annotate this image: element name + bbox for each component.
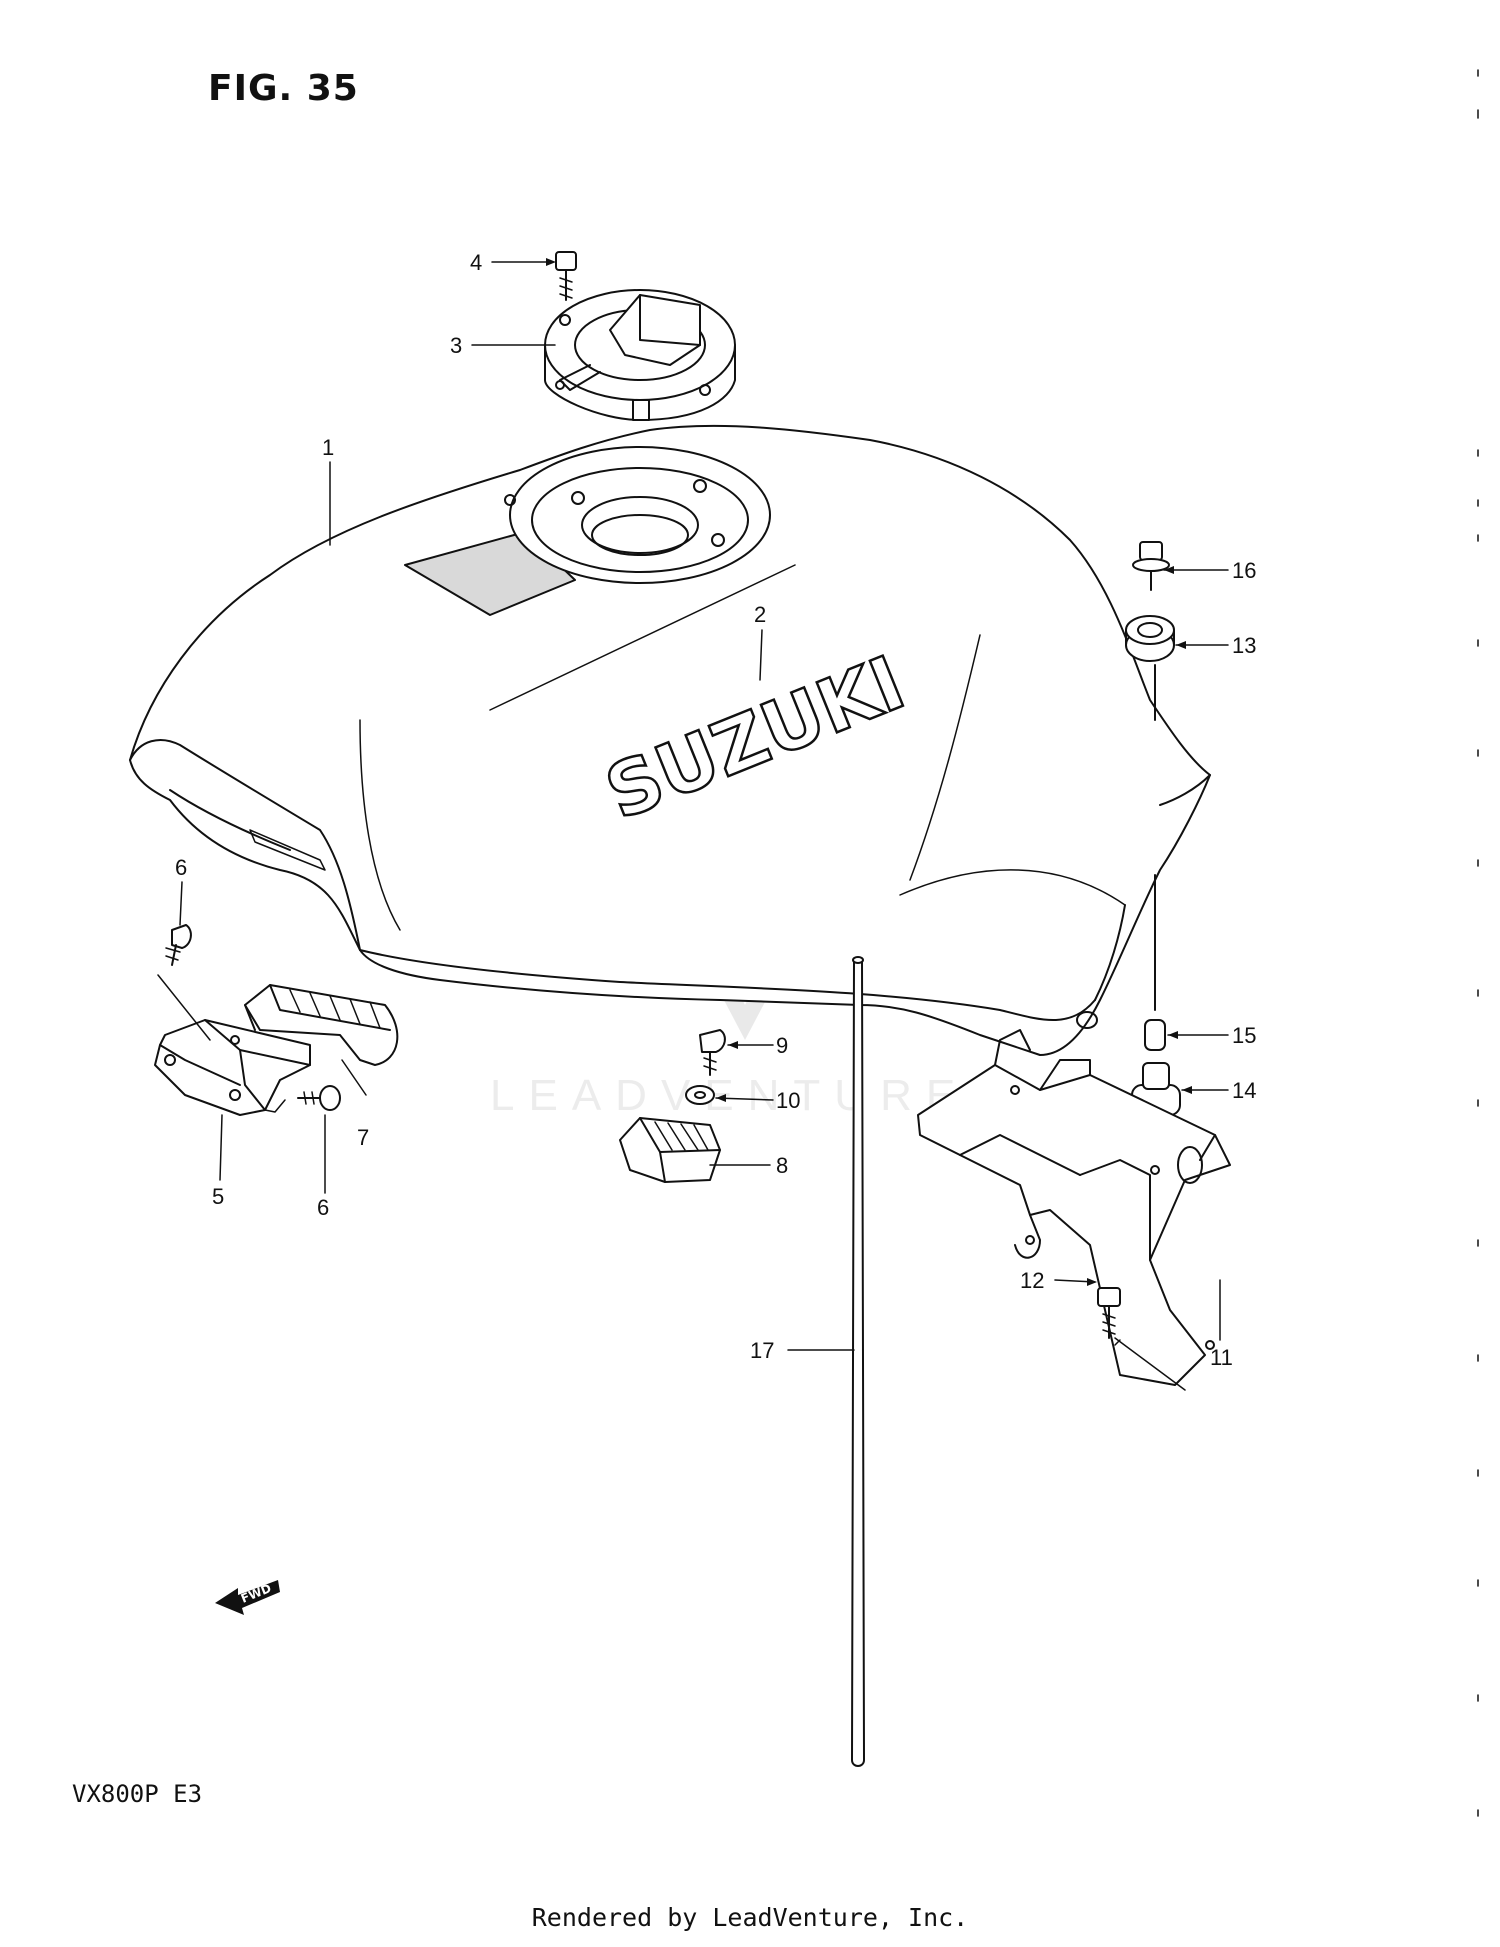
collar-15 xyxy=(1144,1019,1166,1051)
screw-9 xyxy=(699,1029,726,1076)
callout-1: 1 xyxy=(322,435,334,460)
render-credit: Rendered by LeadVenture, Inc. xyxy=(531,1903,969,1932)
callout-3: 3 xyxy=(450,333,462,358)
cushion-8 xyxy=(619,1117,721,1183)
washer-10 xyxy=(685,1085,715,1105)
callout-leaders xyxy=(179,261,1229,1351)
screw-6-lower xyxy=(297,1085,341,1111)
callout-5: 5 xyxy=(212,1184,224,1209)
screw-6-upper xyxy=(157,924,211,1041)
callout-11: 11 xyxy=(1210,1345,1233,1370)
callout-13: 13 xyxy=(1232,633,1256,658)
callout-10: 10 xyxy=(776,1088,800,1113)
callout-16: 16 xyxy=(1232,558,1256,583)
fuel-tank: SUZUKI xyxy=(129,424,1211,1056)
callout-15: 15 xyxy=(1232,1023,1256,1048)
callout-numbers: 1 2 3 4 5 6 6 7 8 9 10 11 12 13 14 15 16… xyxy=(175,250,1256,1370)
figure-title: FIG. 35 xyxy=(208,68,359,109)
watermark-text: LEADVENTURE xyxy=(490,1071,969,1120)
fuel-cap xyxy=(544,289,736,421)
callout-9: 9 xyxy=(776,1033,788,1058)
callout-6-upper: 6 xyxy=(175,855,187,880)
callout-14: 14 xyxy=(1232,1078,1256,1103)
model-code: VX800P E3 xyxy=(72,1780,203,1808)
callout-12: 12 xyxy=(1020,1268,1044,1293)
drain-tube xyxy=(851,956,865,1767)
fwd-arrow-icon: FWD xyxy=(215,1580,280,1615)
callout-4: 4 xyxy=(470,250,482,275)
callout-arrowheads xyxy=(546,258,1192,1286)
callout-6-lower: 6 xyxy=(317,1195,329,1220)
cap-screw xyxy=(555,251,577,301)
front-bracket xyxy=(154,1019,311,1116)
rear-bracket xyxy=(917,1029,1231,1386)
holder-rubber-7 xyxy=(244,984,399,1066)
bolt-12 xyxy=(1097,1287,1186,1391)
callout-7: 7 xyxy=(357,1125,369,1150)
callout-17: 17 xyxy=(750,1338,774,1363)
callout-2: 2 xyxy=(754,602,766,627)
bolt-16 xyxy=(1132,541,1170,591)
callout-8: 8 xyxy=(776,1153,788,1178)
cushion-13 xyxy=(1125,615,1175,662)
